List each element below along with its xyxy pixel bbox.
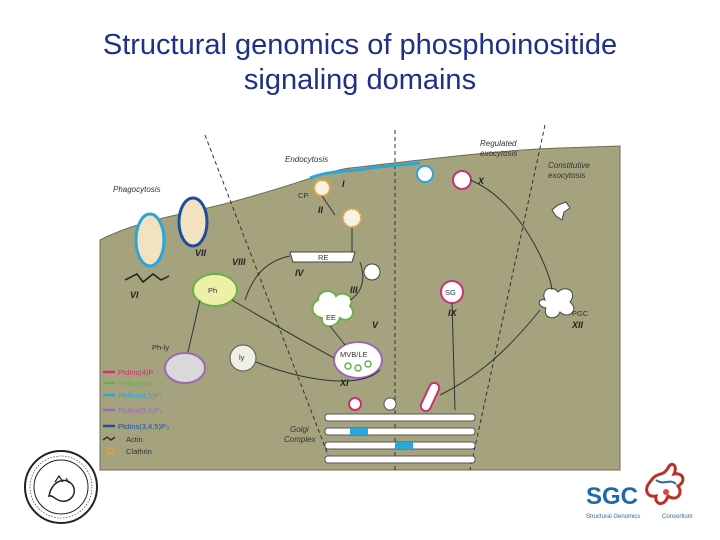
- label-phagocytosis: Phagocytosis: [113, 185, 161, 194]
- label-re: RE: [318, 253, 328, 262]
- phagosome-cup-1: [134, 212, 166, 268]
- golgi-cisterna-1: [324, 413, 476, 422]
- legend-label-ptdins35p2: PtdIns(3,5)P₂: [118, 406, 163, 415]
- label-ly: ly: [239, 353, 245, 362]
- title-line-2: signaling domains: [243, 64, 477, 96]
- golgi-vesicle-1: [348, 397, 362, 411]
- plasma-membrane-segment: [309, 161, 421, 180]
- label-constitutive-2: exocytosis: [548, 171, 585, 180]
- legend-label-actin: Actin: [126, 435, 143, 444]
- roman-xi: XI: [339, 378, 349, 388]
- label-regulated-1: Regulated: [480, 139, 517, 148]
- label-endocytosis: Endocytosis: [285, 155, 328, 164]
- mvb-vesicle-3: [364, 360, 372, 368]
- roman-vii: VII: [195, 248, 207, 258]
- roman-xii: XII: [571, 320, 584, 330]
- label-golgi-2: Complex: [284, 435, 317, 444]
- mvb-vesicle-1: [344, 362, 352, 370]
- label-phly: Ph-ly: [152, 343, 169, 352]
- roman-ii: II: [318, 205, 324, 215]
- label-mvb: MVB/LE: [340, 350, 368, 359]
- slide-title: Structural genomics of phosphoinositide …: [0, 28, 720, 98]
- regulated-exocytosis-vesicle: [452, 170, 472, 190]
- mvb-vesicle-2: [354, 364, 362, 372]
- golgi-pi45p2-mark-1: [350, 428, 368, 435]
- recycling-endosome: [289, 251, 356, 263]
- golgi-cisterna-2: [324, 427, 476, 436]
- trafficking-arrows: [187, 179, 553, 411]
- legend-label-clathrin: Clathrin: [126, 447, 152, 456]
- transport-vesicle: [363, 263, 381, 281]
- lysosome: [229, 344, 257, 372]
- phagosome-cup-2: [177, 196, 209, 248]
- roman-viii: VIII: [232, 257, 246, 267]
- sgc-logo: SGC Structural Genomics Consortium: [586, 462, 693, 520]
- phagolysosome: [164, 352, 206, 384]
- fusing-vesicle: [416, 165, 434, 183]
- golgi-tubule: [419, 381, 441, 413]
- multivesicular-body: [333, 341, 383, 379]
- label-constitutive-1: Constitutive: [548, 161, 590, 170]
- label-golgi-1: Golgi: [290, 425, 309, 434]
- label-cp: CP: [298, 191, 308, 200]
- roman-iv: IV: [295, 268, 305, 278]
- early-endosome: [311, 290, 354, 328]
- sgc-wordmark: SGC: [586, 483, 638, 510]
- coated-pit-vesicle: [313, 179, 331, 197]
- roman-i: I: [342, 179, 345, 189]
- sgc-subtitle-right: Consortium: [662, 514, 693, 520]
- label-sg: SG: [445, 288, 456, 297]
- roman-ix: IX: [448, 308, 458, 318]
- legend-label-ptdins345p3: PtdIns(3,4,5)P₃: [118, 422, 169, 431]
- phagosome-ph: [192, 273, 238, 307]
- legend-label-ptdins45p2: PtdIns(4,5)P₂: [118, 391, 163, 400]
- roman-vi: VI: [130, 290, 139, 300]
- roman-iii: III: [350, 285, 358, 295]
- legend-label-ptdins3p: PtdIns(3)P: [118, 379, 153, 388]
- title-line-1: Structural genomics of phosphoinositide: [102, 29, 618, 61]
- legend: PtdIns(4)P PtdIns(3)P PtdIns(4,5)P₂ PtdI…: [102, 368, 169, 456]
- label-ee: EE: [326, 313, 336, 322]
- sgc-subtitle-left: Structural Genomics: [586, 514, 640, 520]
- roman-v: V: [372, 320, 379, 330]
- golgi-vesicle-2: [383, 397, 397, 411]
- actin-mesh: [124, 273, 170, 284]
- divider-right: [469, 124, 546, 471]
- label-pgc: PGC: [572, 309, 589, 318]
- clathrin-vesicle: [342, 208, 362, 228]
- post-golgi-carrier: [538, 287, 575, 319]
- golgi-pi45p2-mark-2: [395, 442, 413, 449]
- roman-x: X: [477, 176, 485, 186]
- protein-ribbon-icon: [645, 462, 685, 505]
- divider-left: [204, 134, 331, 461]
- legend-swatch-clathrin: [106, 447, 114, 455]
- legend-label-ptdins4p: PtdIns(4)P: [118, 368, 153, 377]
- golgi-cisterna-4: [324, 455, 476, 464]
- university-seal-logo: [24, 450, 98, 524]
- constitutive-vesicle: [551, 201, 571, 221]
- label-regulated-2: exocytosis: [480, 149, 517, 158]
- legend-swatch-actin: [102, 436, 116, 441]
- label-ph: Ph: [208, 286, 217, 295]
